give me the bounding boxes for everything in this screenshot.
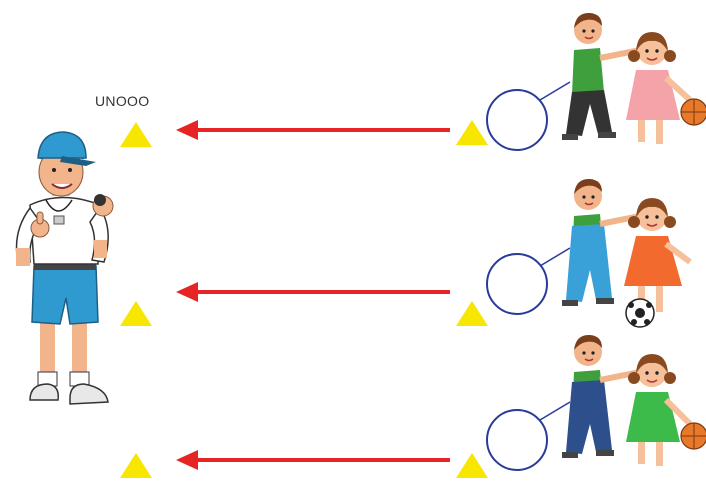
cone-marker (120, 122, 152, 147)
cone-marker (456, 301, 488, 326)
cone-marker (120, 301, 152, 326)
coach-with-whistle-icon (16, 132, 113, 404)
cone-marker (456, 120, 488, 145)
cone-marker (456, 453, 488, 478)
direction-arrow (176, 282, 450, 302)
children-pair-icon (487, 335, 706, 470)
children-pair-icon (487, 13, 706, 150)
direction-arrow (176, 450, 450, 470)
direction-arrow (176, 120, 450, 140)
cone-marker (120, 453, 152, 478)
children-pair-icon (487, 179, 690, 327)
soccer-ball-icon (626, 299, 654, 327)
